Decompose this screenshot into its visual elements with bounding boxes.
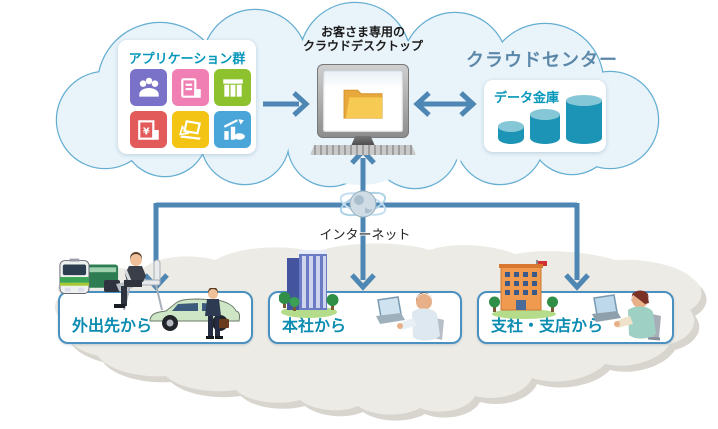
data-vault-title: データ金庫: [494, 91, 560, 106]
applications-title: アプリケーション群: [128, 52, 246, 67]
office-building-icon: [279, 250, 339, 318]
keyboard: [310, 145, 416, 155]
monitor-screen: [323, 70, 403, 132]
location-label-branch: 支社・支店から: [491, 316, 604, 335]
location-label-headquarters: 本社から: [282, 316, 347, 335]
woman-laptop-icon: [592, 290, 661, 341]
cloud-desktop-monitor: [317, 64, 409, 138]
branch-building-icon: [489, 260, 558, 319]
applications-panel: アプリケーション群 ¥: [118, 40, 256, 154]
database-cylinder-small: [498, 121, 524, 144]
database-cylinder-medium: [530, 109, 560, 144]
svg-text:¥: ¥: [142, 126, 149, 137]
database-cylinder-large: [566, 95, 602, 144]
shop-curtain-icon: [214, 69, 251, 106]
notepad-calculator-icon: [172, 69, 209, 106]
folder-icon: [343, 89, 383, 119]
businessman-icon: [205, 288, 229, 339]
bar-chart-icon: [214, 111, 251, 148]
globe-icon: [339, 190, 387, 218]
cloud-desktop-label: お客さま専用の クラウドデスクトップ: [302, 25, 423, 54]
meeting-icon: [130, 69, 167, 106]
monitor-stand: [351, 136, 375, 146]
payment-envelope-icon: ¥: [130, 111, 167, 148]
data-vault-panel: データ金庫: [484, 80, 606, 152]
laptop-design-icon: [172, 111, 209, 148]
location-label-mobile: 外出先から: [72, 316, 153, 335]
worker-laptop-icon: [376, 292, 444, 341]
internet-label: インターネット: [319, 228, 411, 243]
cloud-center-title: クラウドセンター: [466, 50, 618, 71]
application-tiles: ¥: [130, 69, 251, 148]
